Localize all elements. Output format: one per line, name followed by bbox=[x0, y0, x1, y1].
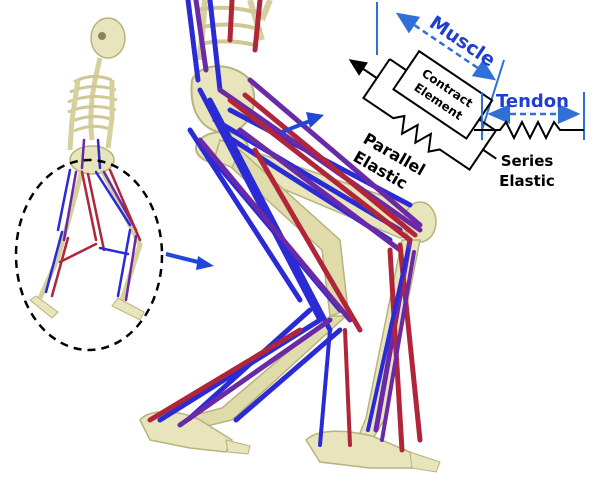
tendon-label: Tendon bbox=[496, 91, 569, 112]
small-skull bbox=[91, 18, 125, 58]
series-elastic-line2: Elastic bbox=[499, 172, 555, 190]
series-spring bbox=[474, 122, 584, 138]
muscle-model-diagram: Muscle Contract Element Parallel Elastic… bbox=[332, 2, 584, 193]
zoom-region-ellipse bbox=[16, 160, 162, 350]
series-elastic-line1: Series bbox=[501, 152, 554, 170]
small-skeleton bbox=[30, 18, 144, 320]
force-arrow-left bbox=[350, 60, 377, 78]
zoom-arrow bbox=[166, 254, 214, 270]
